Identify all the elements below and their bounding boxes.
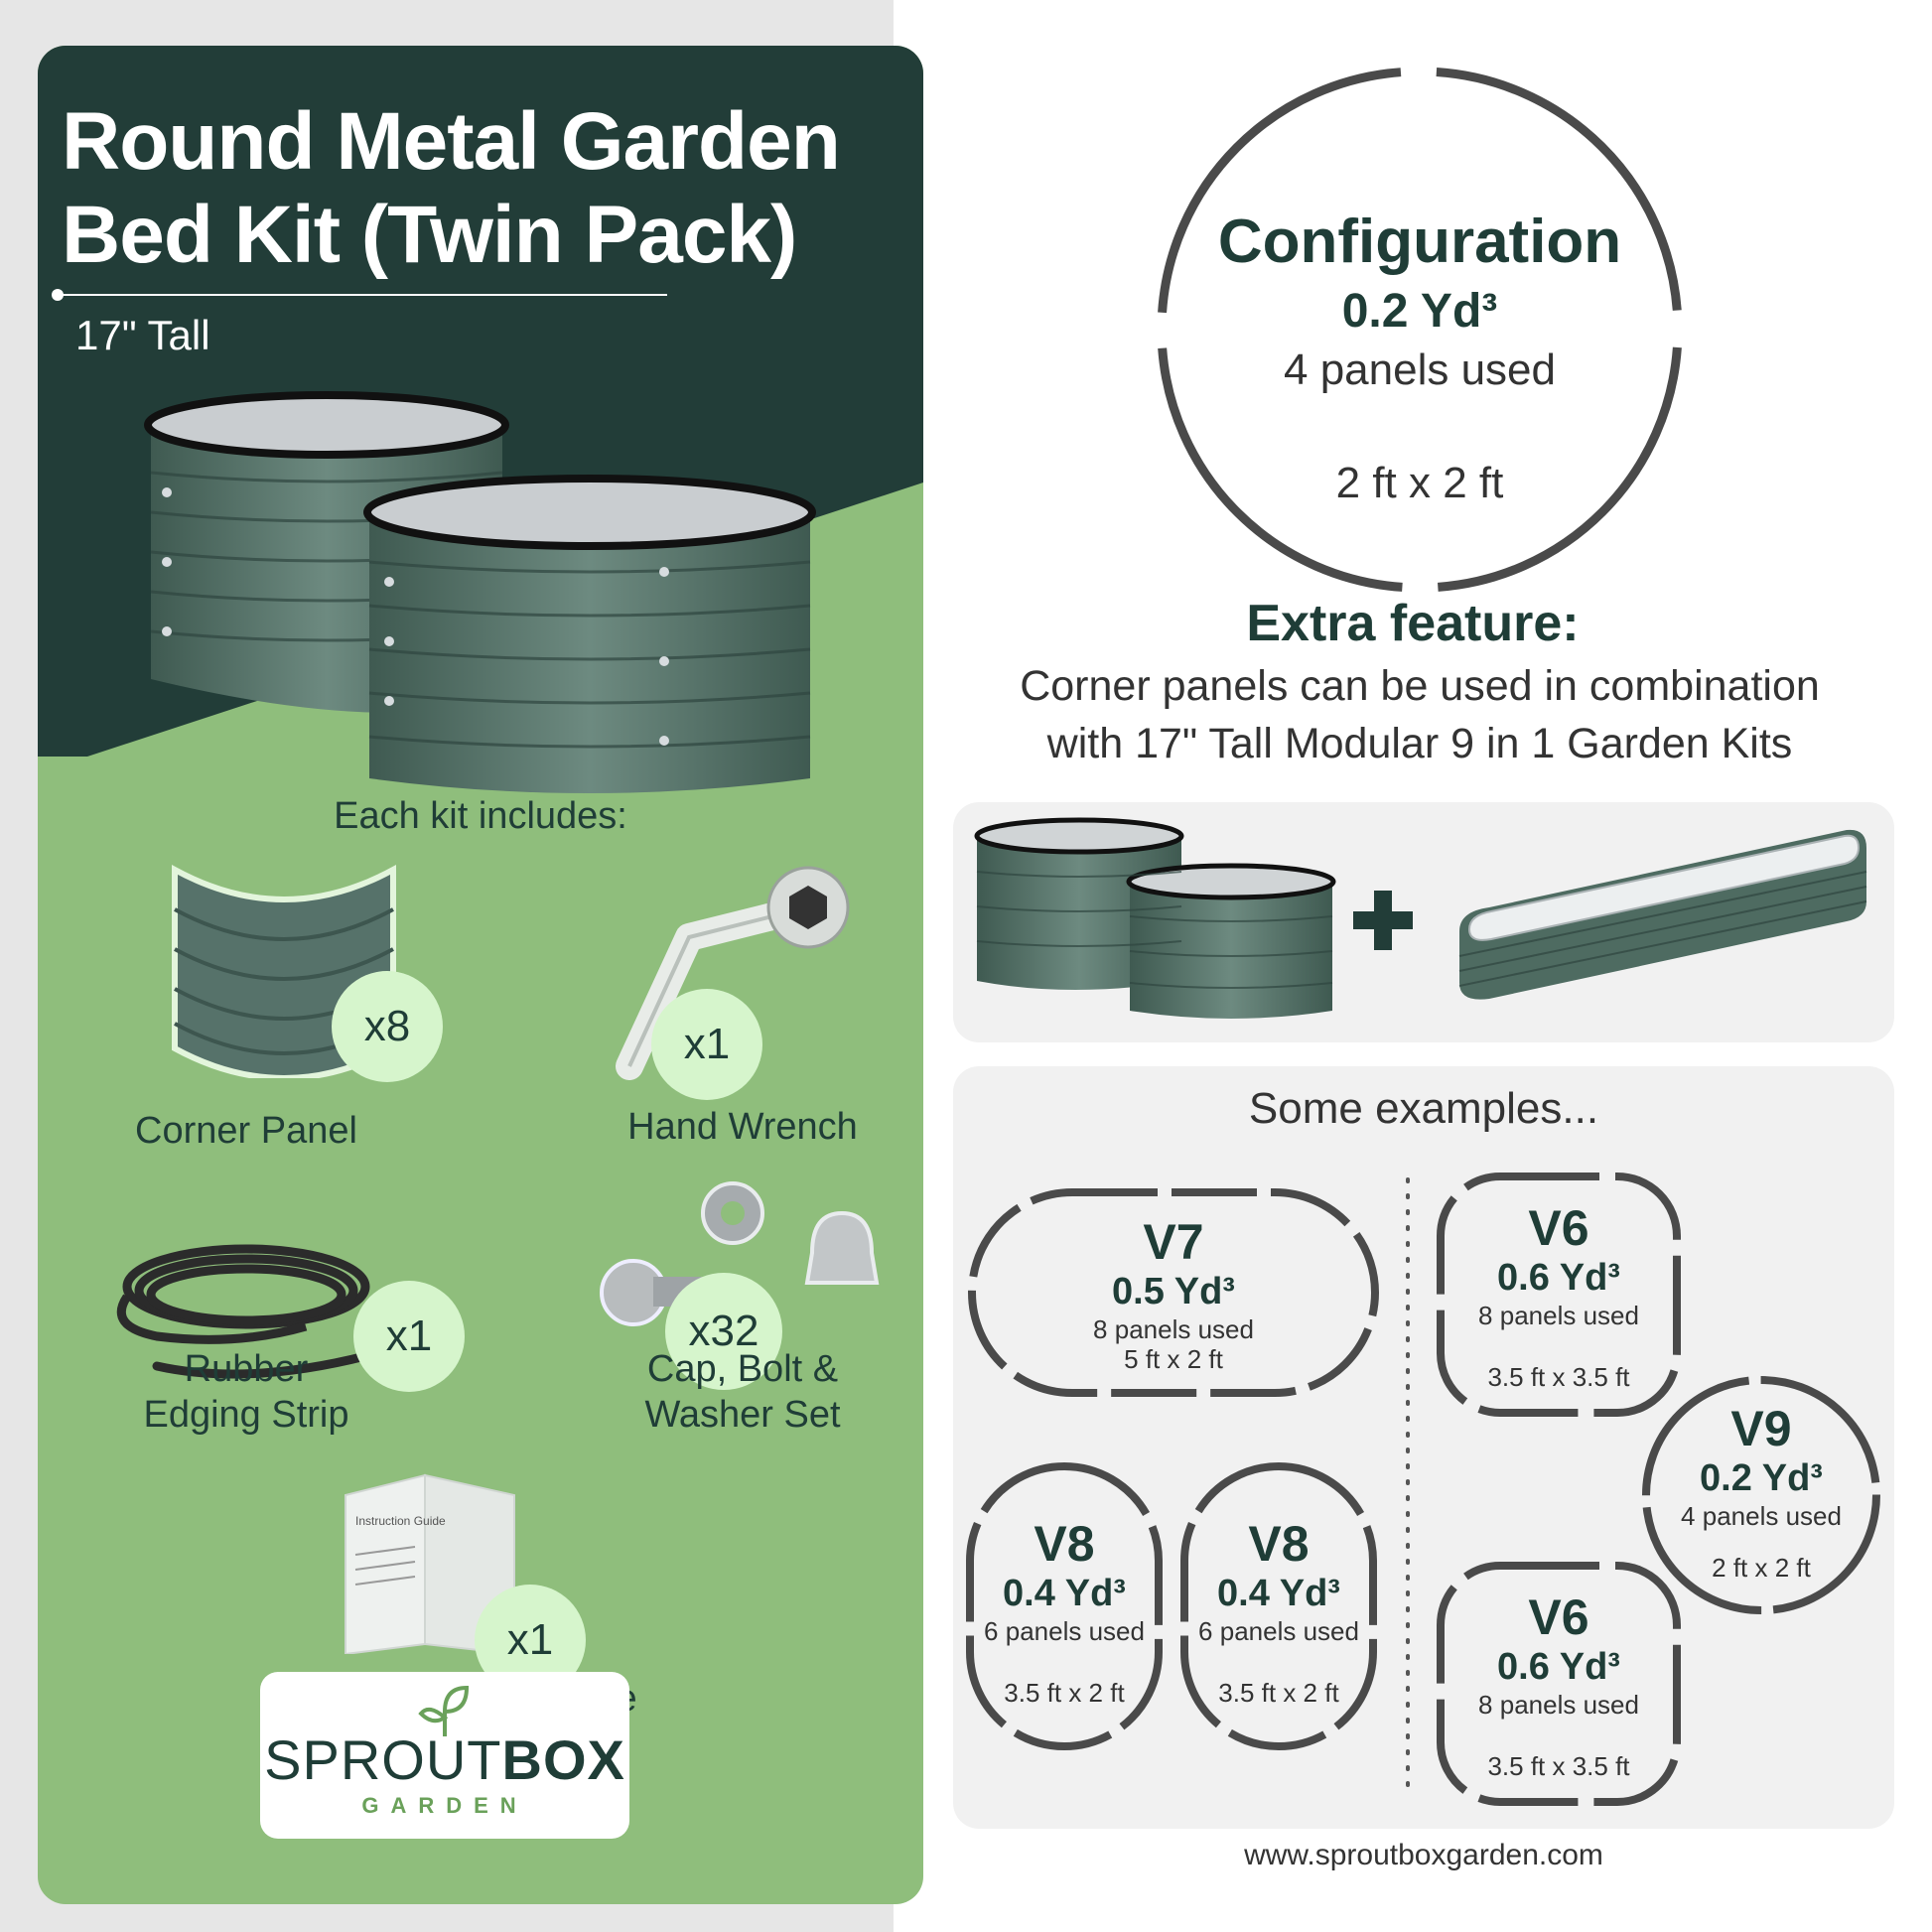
title-divider bbox=[58, 294, 667, 296]
v9-outline bbox=[1642, 1376, 1880, 1614]
examples-dotted-divider bbox=[1406, 1177, 1410, 1795]
configuration-volume: 0.2 Yd³ bbox=[1341, 285, 1498, 338]
example-v6-bottom: V6 0.6 Yd³ 8 panels used 3.5 ft x 3.5 ft bbox=[1478, 1589, 1639, 1781]
sproutbox-logo: SPROUTBOX GARDEN bbox=[260, 1672, 629, 1839]
logo-subtext: GARDEN bbox=[361, 1793, 528, 1818]
v6-top-outline bbox=[1437, 1173, 1681, 1417]
guide-cover-text: Instruction Guide bbox=[355, 1514, 446, 1528]
hand-wrench-count-badge: x1 bbox=[651, 989, 762, 1100]
example-v7: V7 0.5 Yd³ 8 panels used 5 ft x 2 ft bbox=[1093, 1214, 1254, 1374]
rubber-strip-count-badge: x1 bbox=[353, 1281, 465, 1392]
configuration-dimensions: 2 ft x 2 ft bbox=[1335, 459, 1504, 507]
kit-includes-label: Each kit includes: bbox=[334, 795, 627, 837]
front-bed bbox=[162, 475, 816, 793]
v8-right-outline bbox=[1180, 1462, 1377, 1750]
examples-title: Some examples... bbox=[1248, 1084, 1599, 1133]
product-height: 17" Tall bbox=[75, 312, 210, 358]
cap-bolt-label: Cap, Bolt &Washer Set bbox=[644, 1348, 841, 1436]
example-v8-right: V8 0.4 Yd³ 6 panels used 3.5 ft x 2 ft bbox=[1198, 1516, 1359, 1708]
v8-left-outline bbox=[966, 1462, 1163, 1750]
logo-wordmark: SPROUTBOX bbox=[264, 1728, 625, 1791]
example-v8-left: V8 0.4 Yd³ 6 panels used 3.5 ft x 2 ft bbox=[984, 1516, 1145, 1708]
long-modular-bed bbox=[1458, 829, 1867, 1000]
small-twin-beds bbox=[974, 817, 1336, 1019]
rubber-edging-strip-image bbox=[116, 1244, 370, 1379]
sprout-leaf-icon bbox=[418, 1685, 470, 1736]
corner-panel-label: Corner Panel bbox=[135, 1110, 357, 1152]
plus-icon bbox=[1353, 891, 1413, 950]
hand-wrench-image bbox=[616, 866, 850, 1080]
twin-garden-beds-image bbox=[144, 391, 816, 793]
extra-feature-description: Corner panels can be used in combination… bbox=[1020, 662, 1820, 767]
v6-bottom-outline bbox=[1437, 1562, 1681, 1806]
v7-outline bbox=[968, 1188, 1379, 1397]
configuration-panels: 4 panels used bbox=[1284, 345, 1556, 394]
cap-bolt-washer-image bbox=[600, 1181, 880, 1326]
corner-panel-count-badge: x8 bbox=[332, 971, 443, 1082]
cap-bolt-count-badge: x32 bbox=[665, 1273, 782, 1390]
title-divider-dot bbox=[52, 289, 64, 301]
example-v6-top: V6 0.6 Yd³ 8 panels used 3.5 ft x 3.5 ft bbox=[1478, 1200, 1639, 1392]
extra-feature-title: Extra feature: bbox=[1246, 595, 1580, 652]
website-link[interactable]: www.sproutboxgarden.com bbox=[1244, 1839, 1603, 1871]
hand-wrench-label: Hand Wrench bbox=[627, 1106, 858, 1148]
combination-illustration bbox=[974, 817, 1867, 1019]
example-v9: V9 0.2 Yd³ 4 panels used 2 ft x 2 ft bbox=[1681, 1401, 1842, 1583]
configuration-title: Configuration bbox=[1217, 207, 1622, 276]
